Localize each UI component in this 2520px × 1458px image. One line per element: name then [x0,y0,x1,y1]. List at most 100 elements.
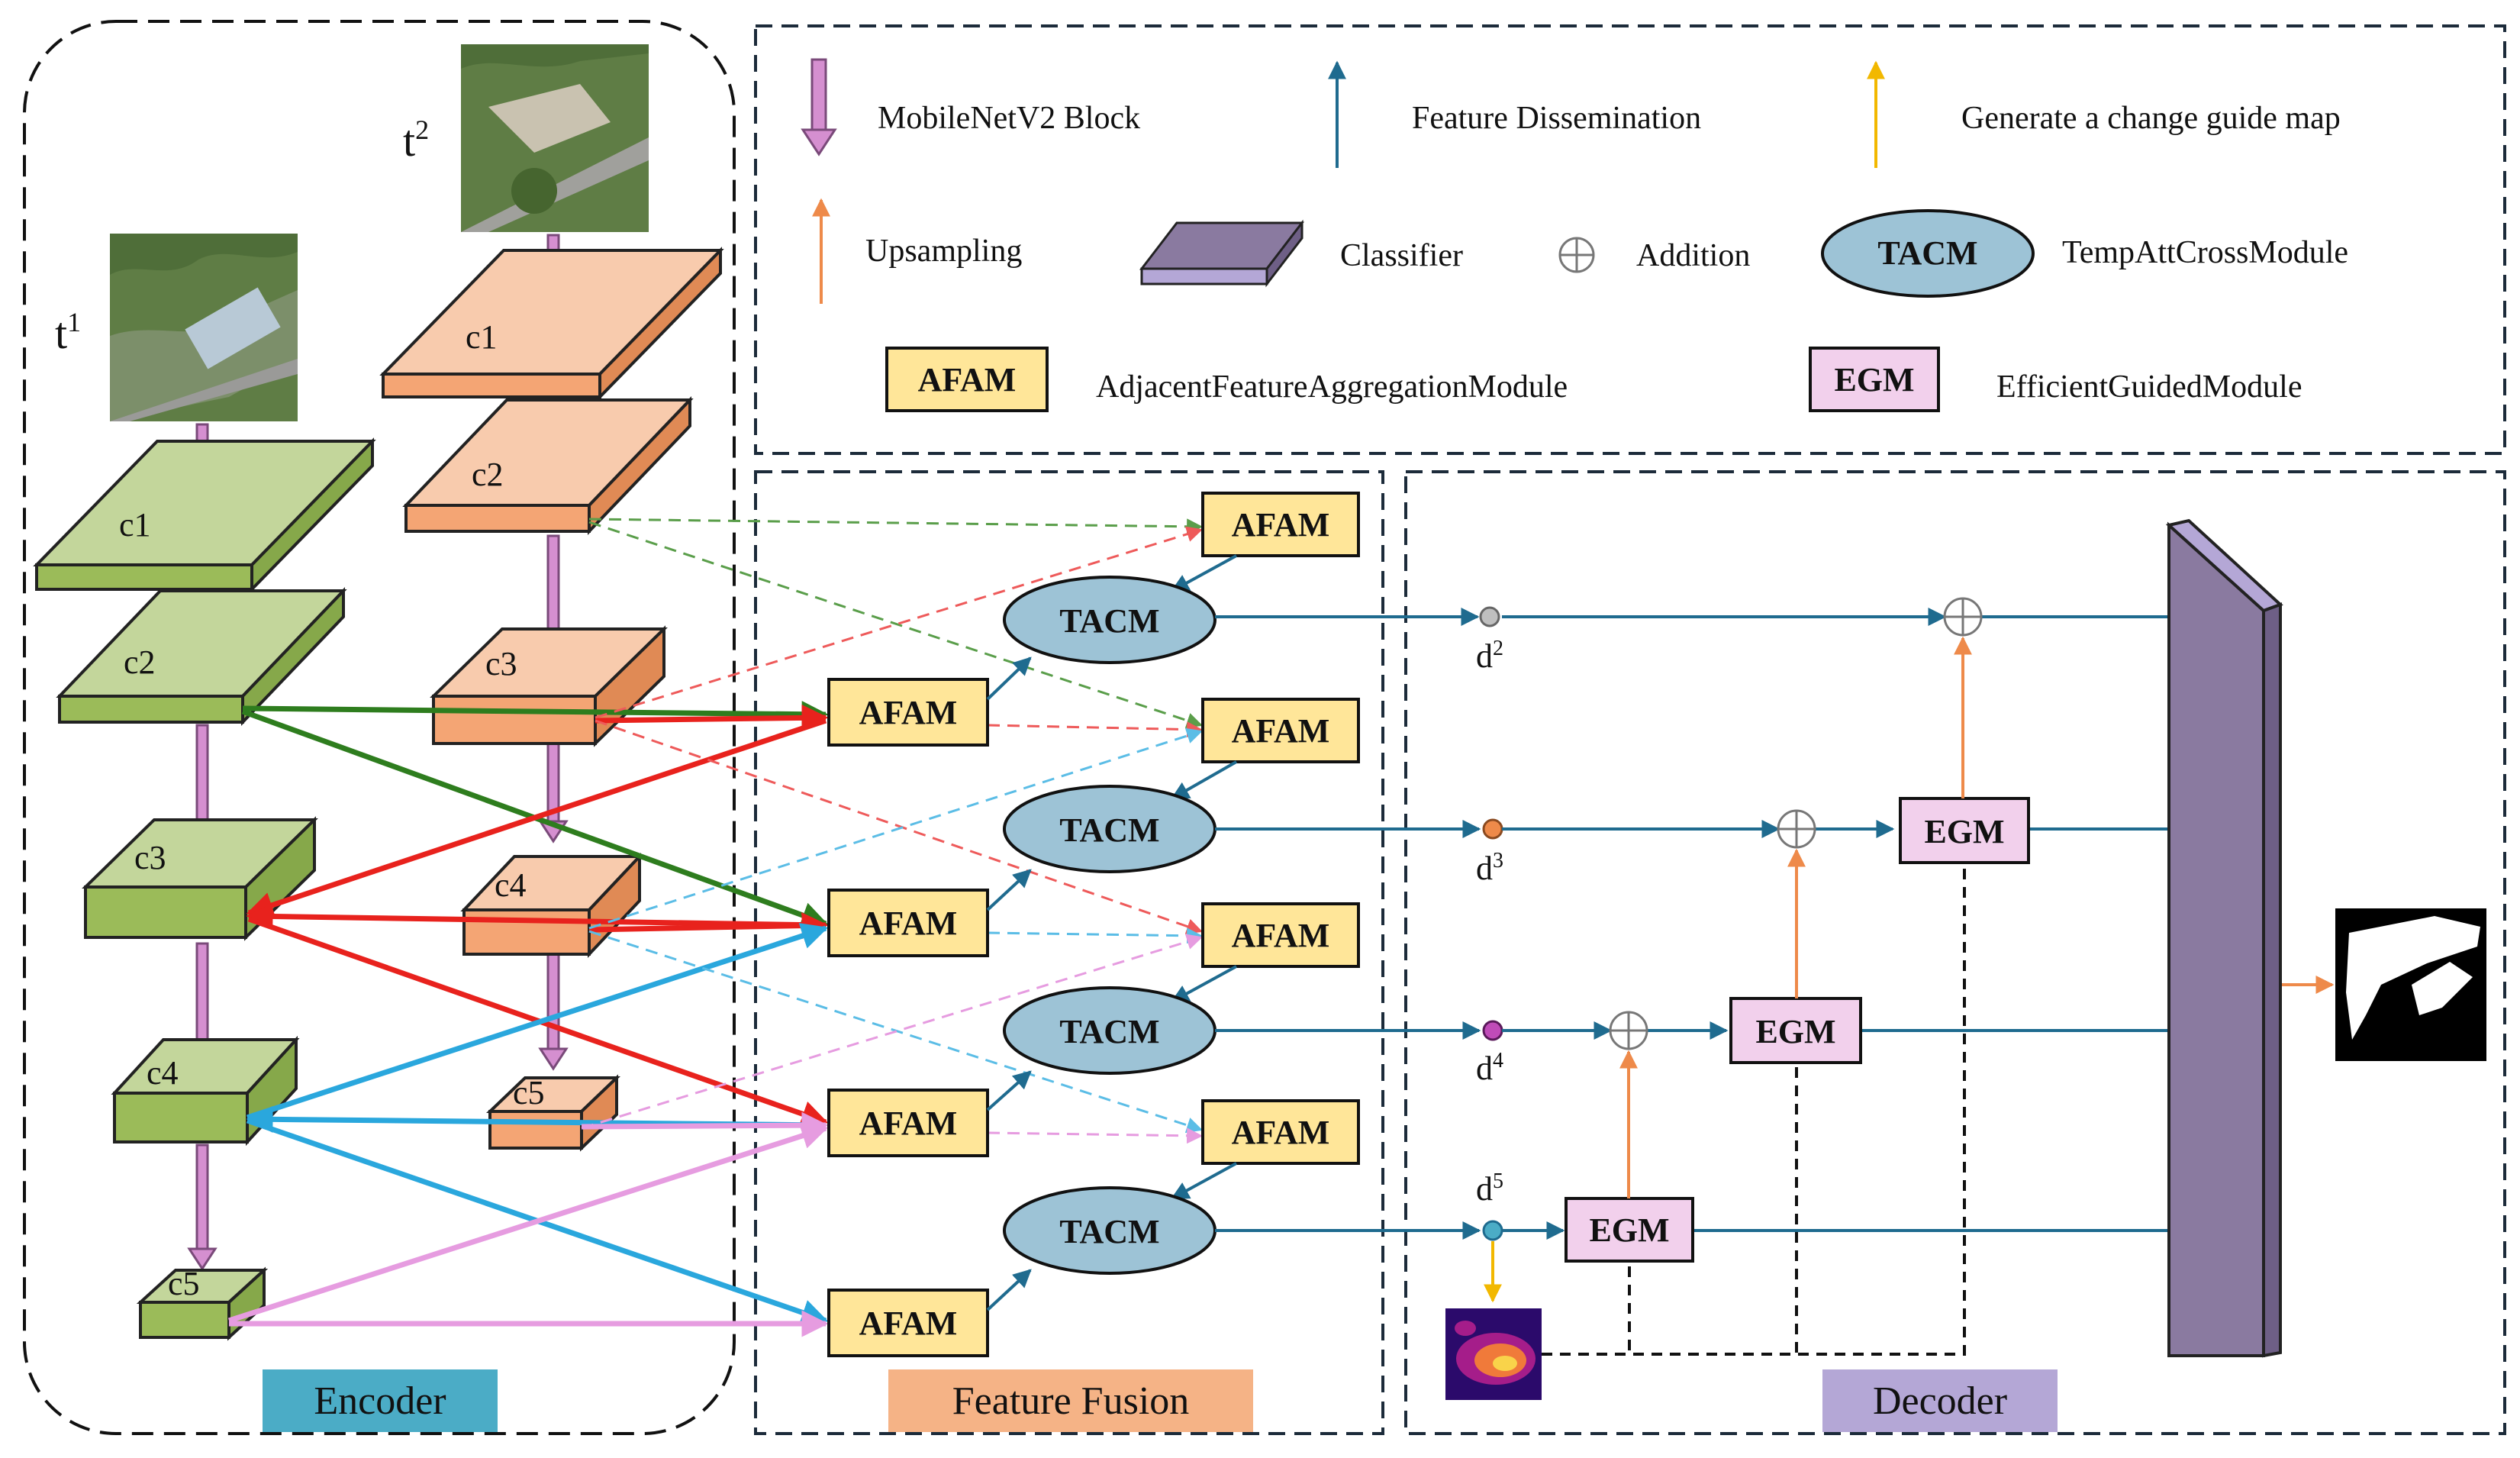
decoder: d2 d3 d4 d5 EGM EGM [1215,518,2486,1400]
add-node-d3 [1777,809,1816,849]
legend-egm-box [1809,347,1940,412]
legend-egm-abbr: EGM [1834,361,1914,398]
decoder-tag-label: Decoder [1873,1379,2007,1423]
encoder-to-afam-dashed [581,518,1204,1144]
d4-node [1482,1020,1503,1041]
legend-afam-box [885,347,1049,412]
t2-c1-label: c1 [466,318,498,356]
d2-label: d2 [1476,637,1503,675]
legend-classifier-label: Classifier [1340,238,1463,273]
t1-label: t1 [55,307,81,358]
fusion-tag-label: Feature Fusion [952,1379,1190,1423]
t2-c5-label: c5 [513,1074,545,1111]
addition-icon [1558,237,1595,273]
afam-left-2-label: AFAM [859,905,958,942]
tacm-1 [1003,576,1216,664]
d3-node [1482,818,1503,840]
legend: MobileNetV2 Block Feature Dissemination … [801,58,2348,412]
legend-guide-label: Generate a change guide map [1961,101,2341,136]
feature-fusion: AFAM AFAM AFAM AFAM AFAM AFAM AFAM AFAM … [827,492,1360,1357]
legend-frame [754,24,2506,455]
t2-image [461,44,649,232]
afam-left-1 [827,678,989,747]
legend-upsampling-label: Upsampling [865,234,1022,269]
t2-c4-label: c4 [495,866,527,904]
change-map-output [2335,908,2486,1061]
tacm-4-label: TACM [1059,1213,1159,1250]
tacm-2-label: TACM [1059,811,1159,849]
t2-c2-label: c2 [472,456,504,493]
section-tags: Encoder Feature Fusion Decoder [263,1369,2058,1432]
afam-left-1-label: AFAM [859,694,958,731]
guide-dashed-lines [1542,863,1966,1356]
mobilenet-arrow-icon [801,58,837,156]
egm-2-label: EGM [1755,1013,1835,1050]
afam-right-4-label: AFAM [1232,1114,1330,1151]
t1-image [110,234,298,421]
guide-map-image [1445,1308,1542,1400]
add-node-d4 [1609,1011,1648,1050]
afam-right-2-label: AFAM [1232,712,1330,750]
t1-c3-label: c3 [134,839,166,876]
t1-block-c1 [33,437,376,593]
afam-left-4 [827,1289,989,1357]
afam-to-tacm-arrows [986,554,1237,1311]
legend-tacm-ellipse [1821,209,2035,298]
fusion-frame [754,470,1384,1435]
egm-3 [1899,797,2030,864]
legend-dissemination-label: Feature Dissemination [1412,101,1701,136]
t1-block-c5 [136,1266,269,1341]
decoder-frame [1404,470,2506,1435]
legend-addition-label: Addition [1636,238,1750,273]
t2-block-c5 [486,1074,620,1152]
t1-c2-label: c2 [124,644,156,681]
t1-c1-label: c1 [119,506,151,544]
afam-right-1-label: AFAM [1232,506,1330,544]
d5-node [1482,1220,1503,1241]
egm-3-label: EGM [1924,813,2004,850]
decoder-main-lines [1502,608,2219,1240]
t2-block-c3 [430,625,668,747]
afam-right-4 [1201,1099,1360,1165]
classifier-block [2165,518,2283,1358]
encoder-frame [23,20,736,1435]
legend-tacm-abbr: TACM [1877,234,1977,272]
afam-right-3 [1201,902,1360,968]
classifier-icon [1139,219,1305,288]
d2-node [1479,606,1500,627]
t2-block-c2 [402,396,694,535]
legend-egm-label: EfficientGuidedModule [1996,369,2302,405]
egm-1 [1565,1197,1694,1263]
afam-left-3-label: AFAM [859,1105,958,1142]
add-node-d2 [1943,597,1983,637]
upsampling-arrows [1619,636,1972,1198]
t1-block-c2 [56,587,347,726]
encoder-to-afam-solid [227,701,829,1337]
afam-left-2 [827,889,989,957]
t2-label: t2 [403,115,429,166]
afam-left-3 [827,1089,989,1157]
t2-c3-label: c3 [485,645,517,682]
decoder-tag [1822,1369,2058,1432]
encoder-tag [263,1369,498,1432]
t1-c5-label: c5 [168,1265,200,1302]
fusion-tag [888,1369,1253,1432]
legend-afam-label: AdjacentFeatureAggregationModule [1096,369,1568,405]
tacm-to-d-arrows [1215,608,1481,1240]
legend-tacm-label: TempAttCrossModule [2062,235,2348,270]
d4-label: d4 [1476,1049,1503,1087]
egm-1-label: EGM [1589,1211,1669,1249]
t2-block-c1 [379,247,724,401]
encoder: t1 t2 c1 [33,44,724,1341]
t1-c4-label: c4 [147,1054,179,1092]
tacm-3-label: TACM [1059,1013,1159,1050]
legend-mobilenet-label: MobileNetV2 Block [878,101,1140,136]
afam-right-3-label: AFAM [1232,917,1330,954]
d3-label: d3 [1476,849,1503,887]
tacm-1-label: TACM [1059,602,1159,640]
t1-block-c3 [82,816,318,941]
afam-right-1 [1201,492,1360,557]
afam-right-2 [1201,698,1360,763]
d5-label: d5 [1476,1169,1503,1208]
